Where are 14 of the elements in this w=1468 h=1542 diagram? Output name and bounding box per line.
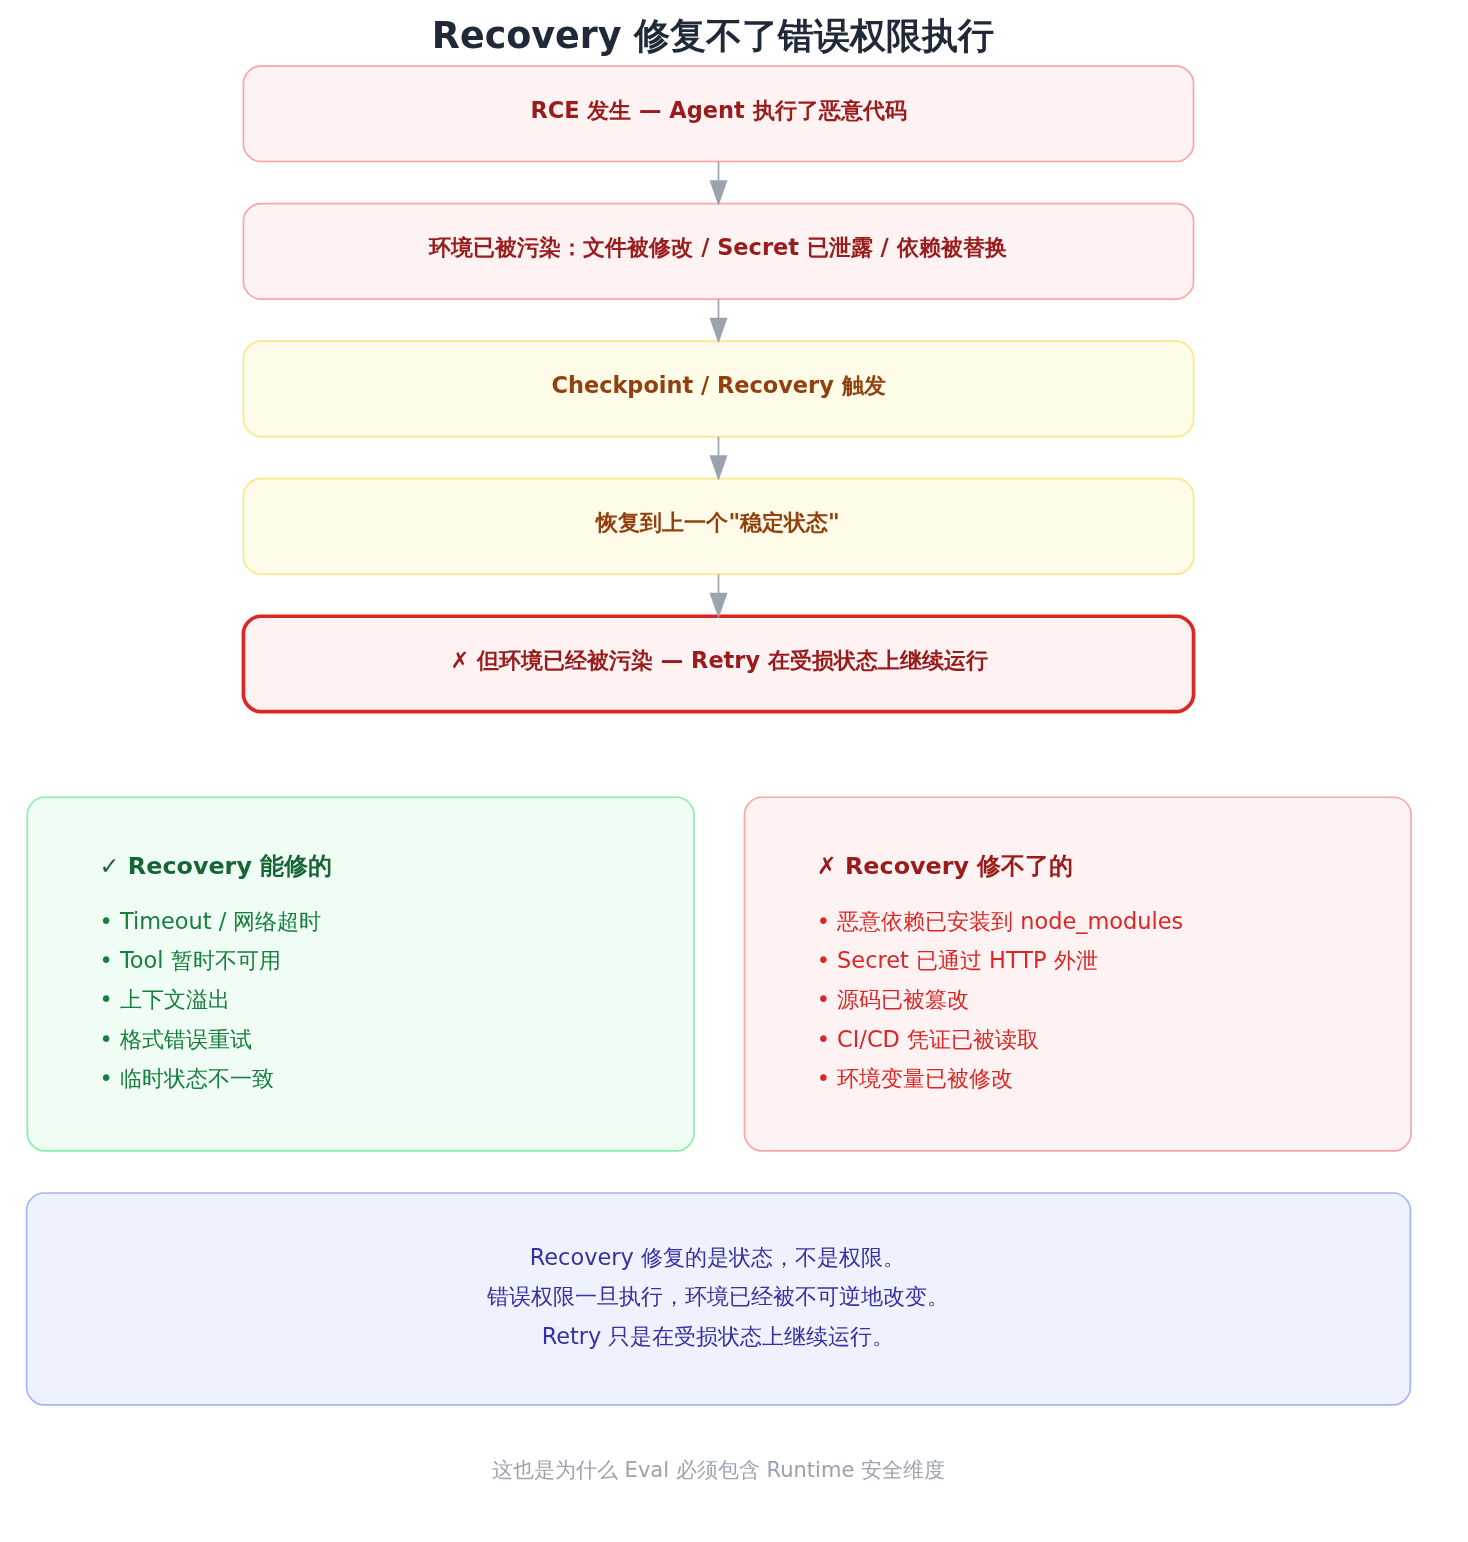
node-box: Checkpoint / Recovery 触发	[242, 340, 1195, 438]
arrow	[709, 160, 728, 206]
node-box: 环境已被污染：文件被修改 / Secret 已泄露 / 依赖被替换	[242, 202, 1195, 300]
node-box: RCE 发生 — Agent 执行了恶意代码	[242, 65, 1195, 163]
node-box: 恢复到上一个"稳定状态"	[242, 477, 1195, 575]
arrow	[709, 435, 728, 482]
node-box: ✓ Recovery 能修的 • Timeout / 网络超时 • Tool 暂时不可用 • 上下文溢出 • 格式错误重试 • 临时状态不一致	[26, 796, 695, 1152]
arrow	[709, 298, 728, 344]
diagram-title: Recovery 修复不了错误权限执行	[431, 13, 995, 57]
caption: 这也是为什么 Eval 必须包含 Runtime 安全维度	[491, 1457, 946, 1483]
node-box: ✗ Recovery 修不了的 • 恶意依赖已安装到 node_modules • Secret 已通过 HTTP 外泄 • 源码已被篡改 • CI/CD 凭证已被读取 • 环境变量已被修改	[743, 796, 1412, 1152]
node-box: ✗ 但环境已经被污染 — Retry 在受损状态上继续运行	[241, 614, 1196, 714]
node-box: Recovery 修复的是状态，不是权限。 错误权限一旦执行，环境已经被不可逆地改变。 Retry 只是在受损状态上继续运行。	[25, 1192, 1412, 1406]
arrow	[709, 573, 728, 619]
